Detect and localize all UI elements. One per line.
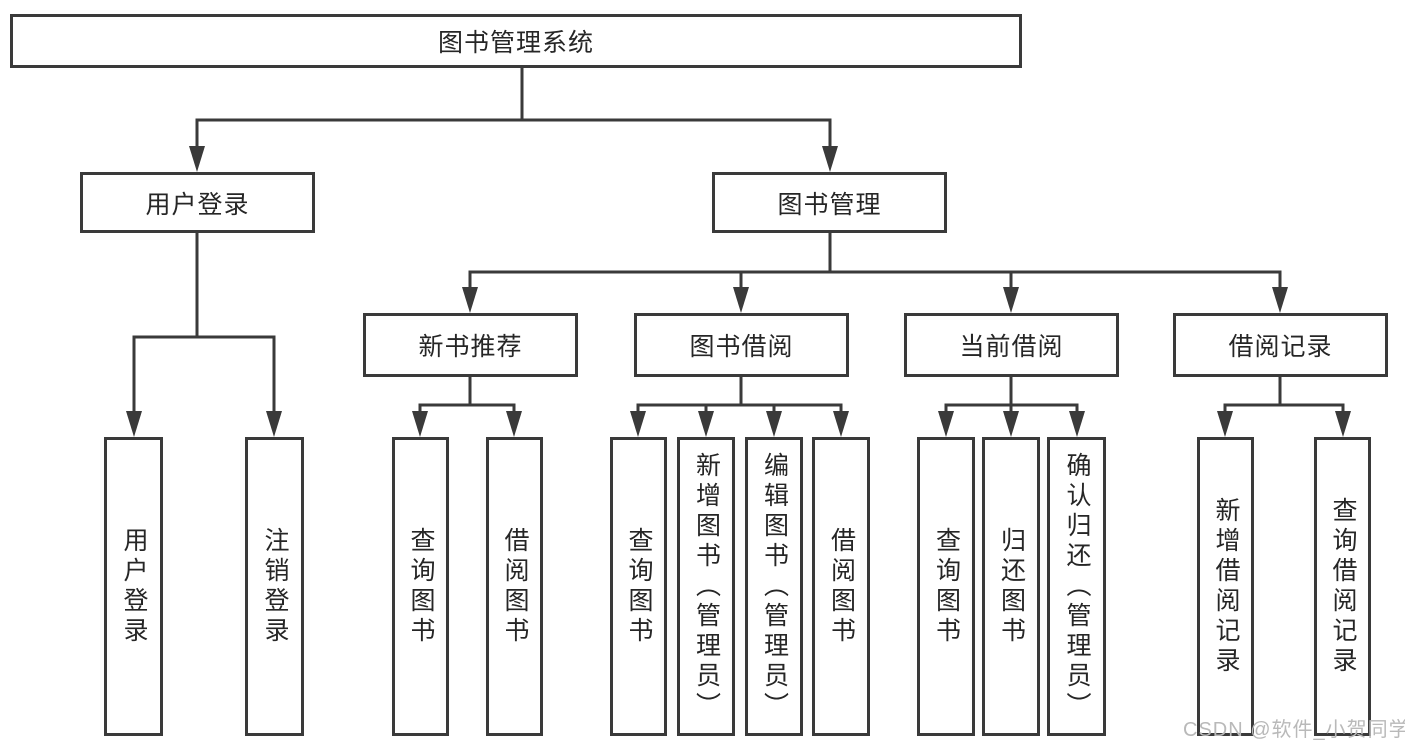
leaf-query-books-current: 查询图书	[917, 437, 975, 736]
leaf-borrow-books: 借阅图书	[812, 437, 870, 736]
connector-root-to-branches	[189, 68, 838, 172]
leaf-add-borrow-record: 新增借阅记录	[1197, 437, 1254, 736]
leaf-edit-book-admin: 编辑图书（管理员）	[745, 437, 803, 736]
leaf-return-book: 归还图书	[982, 437, 1040, 736]
leaf-confirm-return-admin: 确认归还（管理员）	[1047, 437, 1106, 736]
node-user-login: 用户登录	[80, 172, 315, 233]
connector-book-borrow-to-leaves	[630, 377, 849, 437]
node-book-management: 图书管理	[712, 172, 947, 233]
node-current-borrow: 当前借阅	[904, 313, 1119, 377]
node-borrow-records: 借阅记录	[1173, 313, 1388, 377]
leaf-query-books-recommend: 查询图书	[392, 437, 449, 736]
csdn-watermark: CSDN @软件_小贺同学	[1183, 719, 1405, 741]
leaf-query-books-borrow: 查询图书	[610, 437, 667, 736]
node-root-system: 图书管理系统	[10, 14, 1022, 68]
connector-current-borrow-to-leaves	[938, 377, 1085, 437]
leaf-borrow-books-recommend: 借阅图书	[486, 437, 543, 736]
leaf-query-borrow-record: 查询借阅记录	[1314, 437, 1371, 736]
connector-user-login-to-leaves	[126, 233, 282, 437]
connector-new-book-recommend-to-leaves	[412, 377, 522, 437]
node-new-book-recommend: 新书推荐	[363, 313, 578, 377]
connector-borrow-records-to-leaves	[1217, 377, 1351, 437]
leaf-add-book-admin: 新增图书（管理员）	[677, 437, 735, 736]
leaf-logout: 注销登录	[245, 437, 304, 736]
node-book-borrow: 图书借阅	[634, 313, 849, 377]
connector-book-mgmt-to-groups	[462, 233, 1288, 313]
leaf-user-login: 用户登录	[104, 437, 163, 736]
